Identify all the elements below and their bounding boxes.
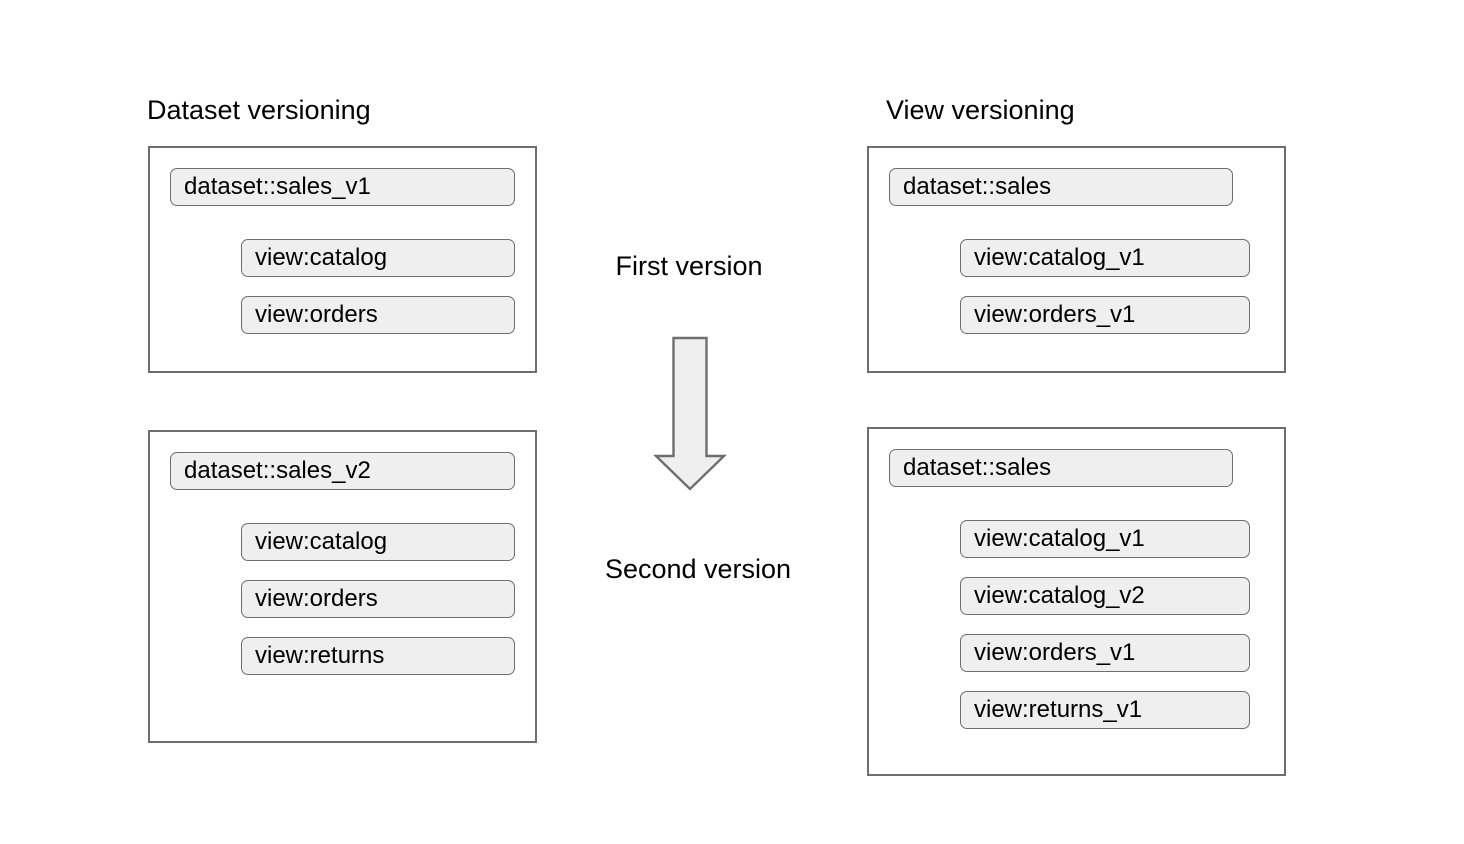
chip-dataset[interactable]: dataset::sales <box>889 449 1233 487</box>
group-dataset-v1: dataset::sales_v1 view:catalog view:orde… <box>148 146 537 373</box>
chip-dataset[interactable]: dataset::sales_v1 <box>170 168 515 206</box>
chip-view[interactable]: view:returns_v1 <box>960 691 1250 729</box>
chip-view[interactable]: view:orders_v1 <box>960 296 1250 334</box>
chip-view[interactable]: view:catalog_v1 <box>960 520 1250 558</box>
chip-view[interactable]: view:orders <box>241 580 515 618</box>
chip-view[interactable]: view:orders_v1 <box>960 634 1250 672</box>
column-title-view-versioning: View versioning <box>886 95 1075 125</box>
chip-view[interactable]: view:catalog_v2 <box>960 577 1250 615</box>
chip-dataset[interactable]: dataset::sales_v2 <box>170 452 515 490</box>
down-arrow-icon <box>653 336 727 492</box>
label-second-version: Second version <box>604 554 792 584</box>
chip-view[interactable]: view:catalog <box>241 523 515 561</box>
chip-view[interactable]: view:orders <box>241 296 515 334</box>
chip-view[interactable]: view:catalog <box>241 239 515 277</box>
chip-view[interactable]: view:catalog_v1 <box>960 239 1250 277</box>
group-dataset-v2: dataset::sales_v2 view:catalog view:orde… <box>148 430 537 743</box>
group-view-second: dataset::sales view:catalog_v1 view:cata… <box>867 427 1286 776</box>
column-title-dataset-versioning: Dataset versioning <box>147 95 371 125</box>
chip-view[interactable]: view:returns <box>241 637 515 675</box>
label-first-version: First version <box>615 251 763 281</box>
chip-dataset[interactable]: dataset::sales <box>889 168 1233 206</box>
group-view-first: dataset::sales view:catalog_v1 view:orde… <box>867 146 1286 373</box>
